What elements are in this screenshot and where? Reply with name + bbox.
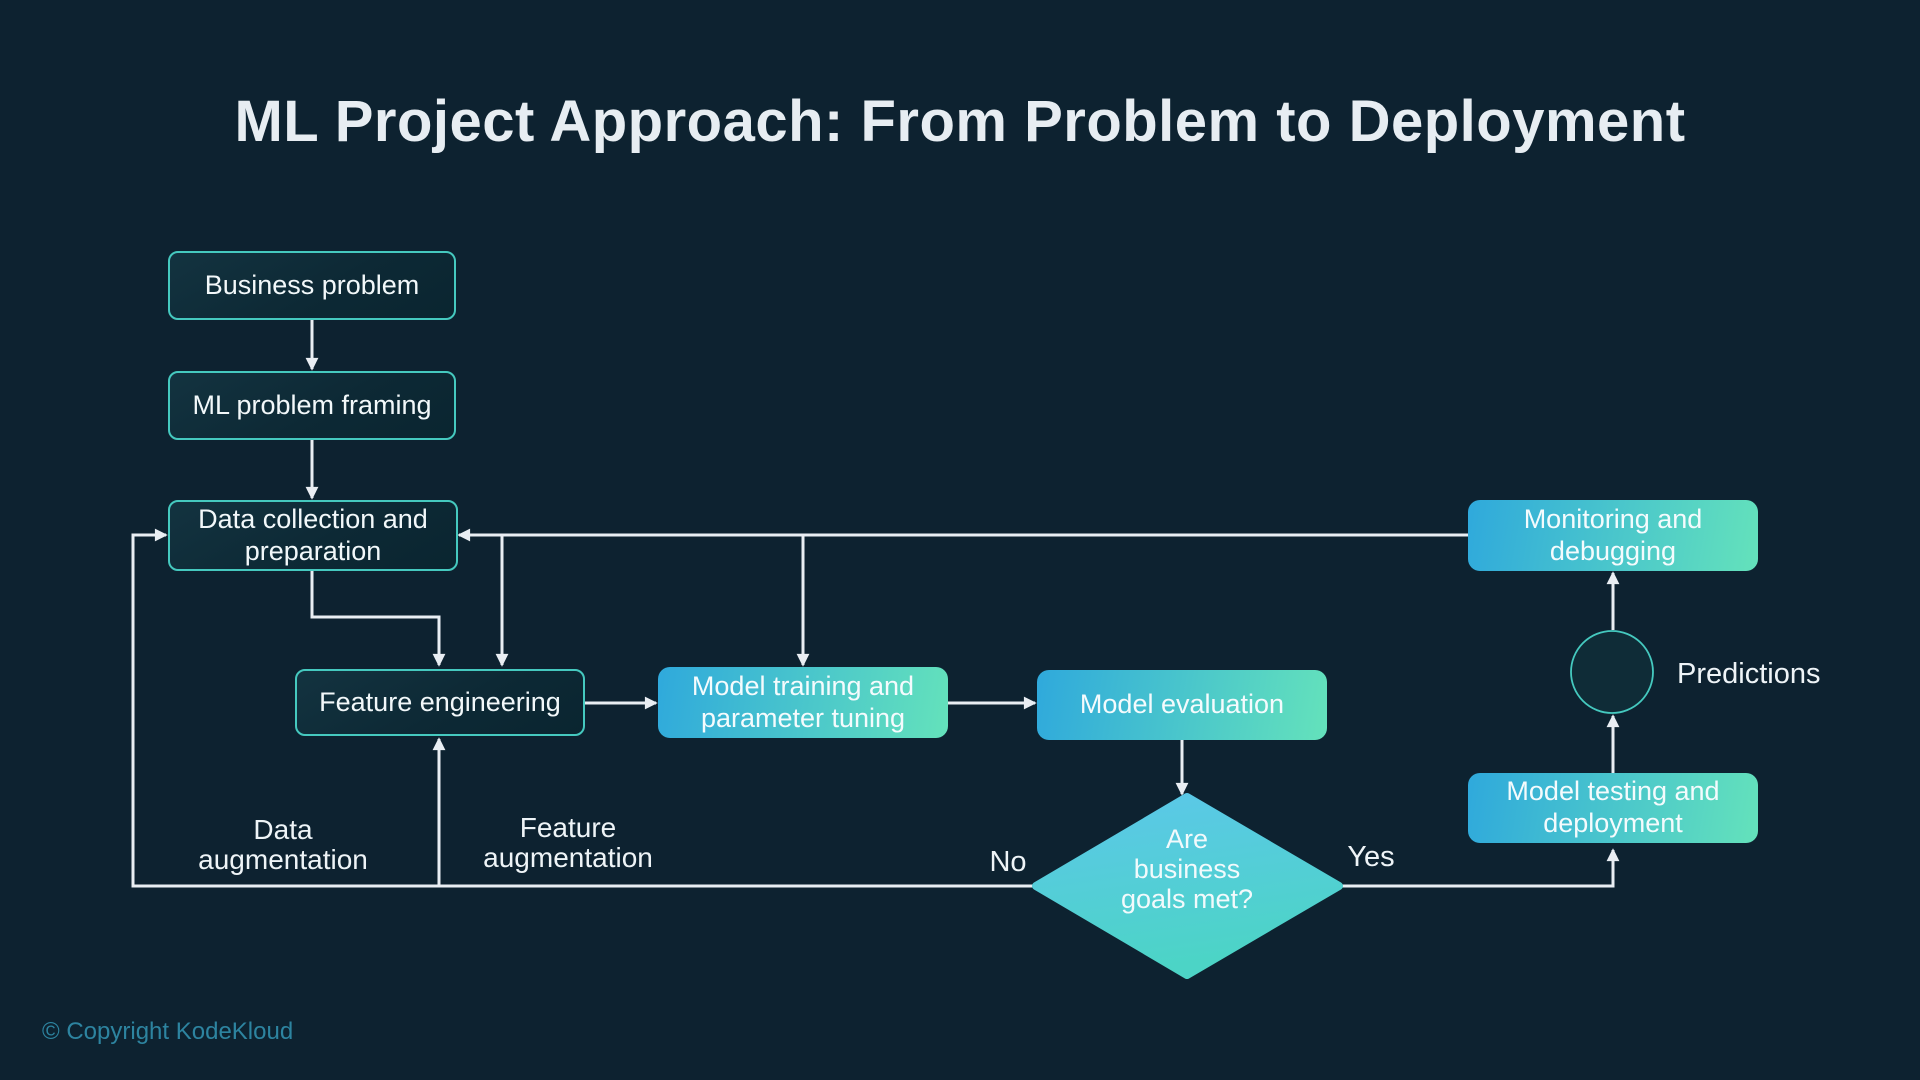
node-data-collection: Data collection and preparation: [168, 500, 458, 571]
edge-yes-to-testing: [1339, 848, 1620, 888]
node-monitoring-debugging: Monitoring and debugging: [1468, 500, 1758, 571]
predictions-label: Predictions: [1677, 658, 1821, 690]
node-ml-problem-framing: ML problem framing: [168, 371, 456, 440]
decision-diamond-shape: [1032, 793, 1343, 979]
feature-augmentation-label: Feature augmentation: [483, 812, 653, 873]
node-model-testing-deployment: Model testing and deployment: [1468, 773, 1758, 843]
page-title: ML Project Approach: From Problem to Dep…: [234, 89, 1686, 154]
node-model-training: Model training and parameter tuning: [658, 667, 948, 738]
edge-no-loop-to-data: [131, 528, 1036, 888]
node-model-evaluation: Model evaluation: [1037, 670, 1327, 740]
predictions-junction-circle: [1570, 630, 1654, 714]
copyright-text: © Copyright KodeKloud: [42, 1018, 294, 1045]
decision-label: Are business goals met?: [1120, 824, 1254, 914]
node-business-problem: Business problem: [168, 251, 456, 320]
no-branch-label: No: [989, 846, 1027, 878]
node-feature-engineering: Feature engineering: [295, 669, 585, 736]
yes-branch-label: Yes: [1347, 841, 1395, 873]
edge-data-to-feature: [310, 571, 446, 667]
data-augmentation-label: Data augmentation: [198, 814, 368, 875]
